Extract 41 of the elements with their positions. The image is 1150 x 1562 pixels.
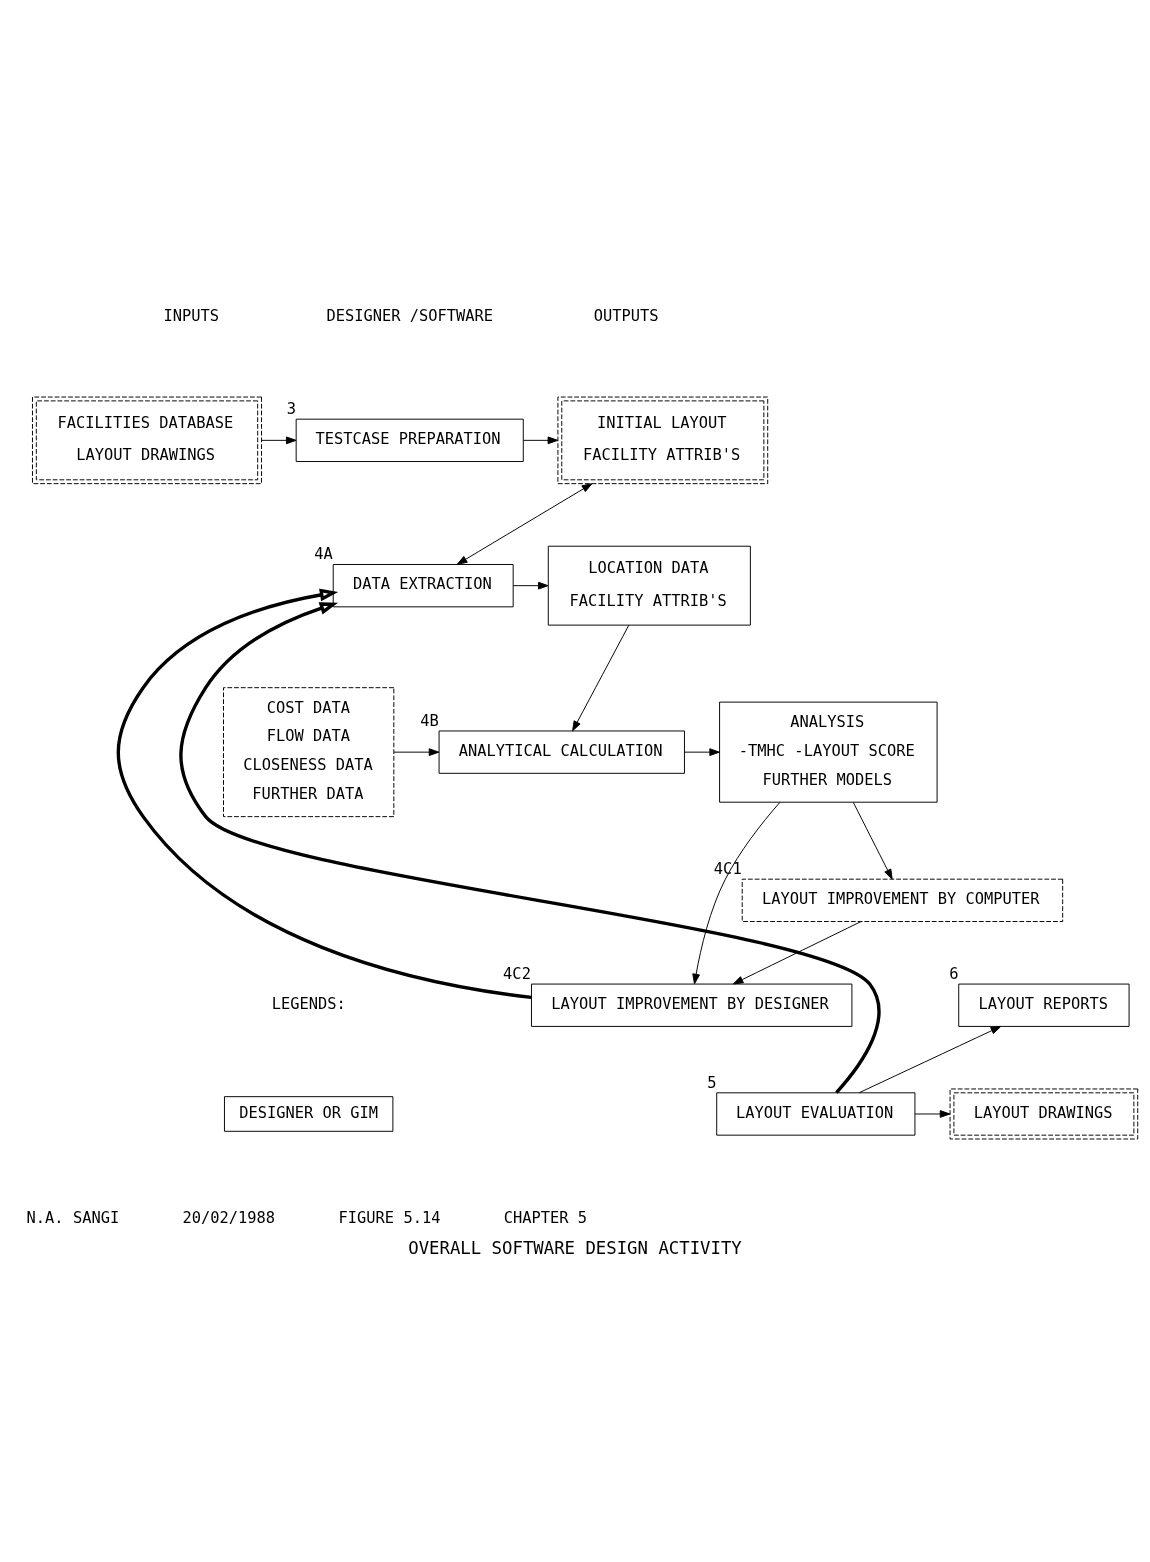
node-box: ANALYSIS -TMHC -LAYOUT SCORE FURTHER MODELS — [719, 701, 938, 803]
node-box: TESTCASE PREPARATION — [295, 418, 524, 462]
arrow — [522, 436, 559, 444]
arrow — [179, 601, 881, 1094]
arrow — [732, 920, 862, 984]
node-box: ANALYTICAL CALCULATION — [438, 730, 685, 774]
label: DESIGNER /SOFTWARE — [326, 306, 494, 325]
arrow — [512, 581, 549, 589]
node-box: LAYOUT REPORTS — [958, 983, 1130, 1027]
arrow — [852, 801, 893, 880]
arrow — [572, 624, 630, 731]
arrow — [692, 801, 781, 984]
arrow — [116, 588, 532, 999]
arrow — [858, 1025, 1002, 1093]
node-box: LAYOUT IMPROVEMENT BY DESIGNER — [530, 983, 853, 1027]
arrow — [261, 436, 297, 444]
node-label: 4C1 — [713, 859, 742, 878]
label: CHAPTER 5 — [503, 1208, 588, 1227]
label: OUTPUTS — [593, 306, 659, 325]
label: FIGURE 5.14 — [338, 1208, 441, 1227]
label: 20/02/1988 — [182, 1208, 276, 1227]
caption: OVERALL SOFTWARE DESIGN ACTIVITY — [408, 1237, 742, 1258]
legend-label: DESIGNER OR GIM — [239, 1103, 379, 1122]
node-box: LOCATION DATA FACILITY ATTRIB'S — [547, 545, 751, 626]
arrow — [914, 1109, 951, 1118]
arrow — [684, 747, 720, 756]
node-label: 4C2 — [503, 964, 531, 983]
label: N.A. SANGI — [26, 1208, 120, 1227]
node-label: 6 — [949, 964, 959, 983]
node-box: DATA EXTRACTION — [332, 563, 514, 607]
node-box: LAYOUT IMPROVEMENT BY COMPUTER — [741, 878, 1064, 922]
node-box: LAYOUT EVALUATION — [716, 1091, 916, 1136]
label: INPUTS — [163, 306, 220, 325]
label: LEGENDS: — [271, 994, 346, 1013]
arrow — [456, 482, 593, 565]
node-label: 3 — [286, 399, 296, 418]
node-label: 4B — [420, 711, 439, 730]
node-label: 5 — [707, 1073, 717, 1092]
node-box: COST DATA FLOW DATA CLOSENESS DATA FURTHER DATA — [223, 686, 395, 817]
node-label: 4A — [314, 544, 333, 563]
arrow — [393, 747, 440, 756]
